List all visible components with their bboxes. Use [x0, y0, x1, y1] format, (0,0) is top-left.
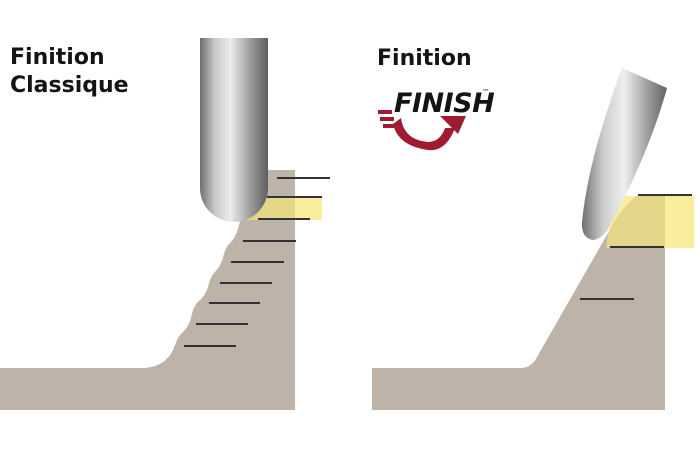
- classic-workpiece: [0, 170, 330, 410]
- finish-logo-text: FINISH: [394, 88, 495, 119]
- circular-arrow-icon: [378, 110, 466, 151]
- ball-end-mill-body: [200, 38, 268, 222]
- tilted-cutter-icon: [581, 68, 667, 240]
- finish-title: Finition: [377, 46, 472, 71]
- logo-arrow-head: [440, 116, 466, 134]
- finish-highlight-overlap: [606, 196, 665, 248]
- finish-logo-trademark: ™: [482, 88, 489, 96]
- tilted-cutter-body: [581, 68, 667, 240]
- finish-workpiece-body: [372, 196, 665, 410]
- classic-workpiece-body: [0, 170, 295, 410]
- classic-finish-title-line1: Finition: [10, 45, 105, 70]
- finish-workpiece: [372, 194, 694, 410]
- ball-end-mill-icon: [200, 38, 268, 222]
- classic-finish-title: Finition Classique: [10, 44, 129, 100]
- classic-finish-title-line2: Classique: [10, 73, 129, 98]
- finish-step-lines: [580, 194, 692, 300]
- classic-scallop-lines: [184, 177, 330, 347]
- logo-arc: [393, 118, 455, 151]
- logo-dashes: [378, 110, 397, 128]
- finish-logo: FINISH ™: [378, 88, 496, 151]
